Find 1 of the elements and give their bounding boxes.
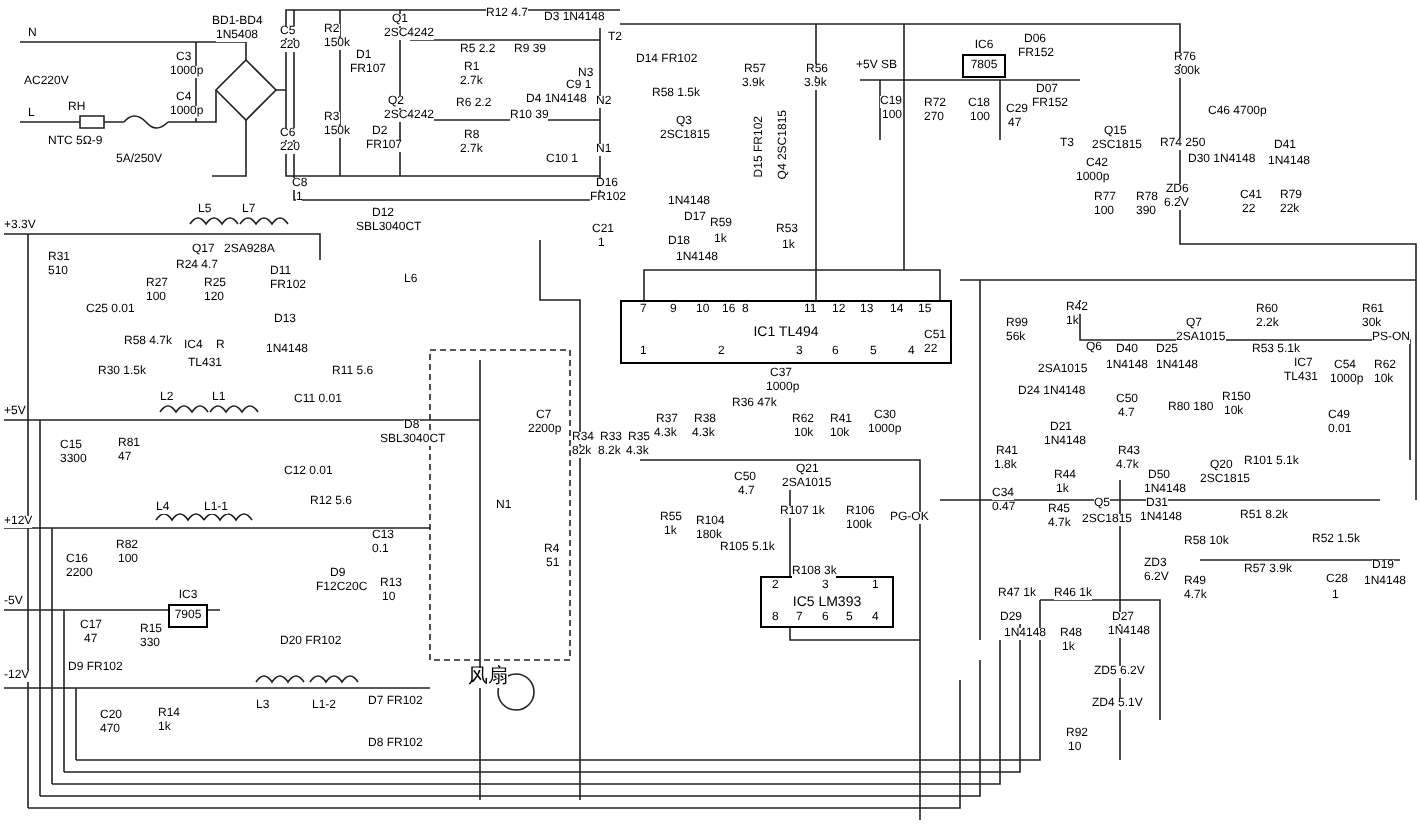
component-label: 风扇 [468,668,508,688]
